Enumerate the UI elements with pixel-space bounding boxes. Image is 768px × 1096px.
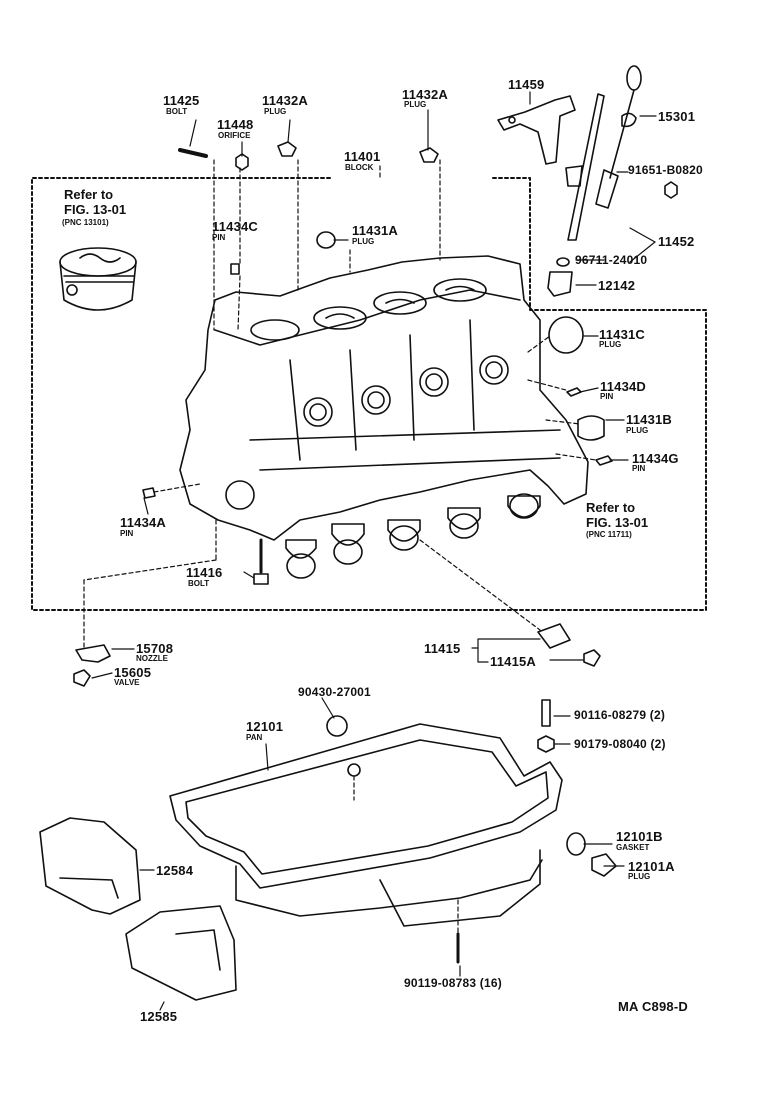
- label-11434g: 11434G: [632, 451, 679, 466]
- label-11459: 11459: [508, 77, 545, 92]
- label-11416: 11416: [186, 565, 223, 580]
- label-15708: 15708: [136, 641, 174, 656]
- label-11448: 11448: [217, 117, 254, 132]
- label-12101b: 12101B: [616, 829, 663, 844]
- label-11434c: 11434C: [212, 219, 259, 234]
- sublabel-11431a: PLUG: [352, 237, 375, 246]
- sublabel-11401: BLOCK: [345, 163, 374, 172]
- label-11434d: 11434D: [600, 379, 647, 394]
- label-12585: 12585: [140, 1009, 178, 1024]
- label-11431a: 11431A: [352, 223, 399, 238]
- label-90430-27001: 90430-27001: [298, 685, 371, 699]
- label-11431c: 11431C: [599, 327, 646, 342]
- baffle-12585-illustration: [125, 905, 237, 1001]
- sublabel-11431c: PLUG: [599, 340, 622, 349]
- label-12584: 12584: [156, 863, 194, 878]
- label-90116-08279: 90116-08279 (2): [574, 708, 666, 722]
- sublabel-11434g: PIN: [632, 464, 646, 473]
- label-15605: 15605: [114, 665, 152, 680]
- label-11434a: 11434A: [120, 515, 167, 530]
- sublabel-12101: PAN: [246, 733, 263, 742]
- label-11425: 11425: [163, 93, 200, 108]
- label-91651-b0820: 91651-B0820: [628, 163, 703, 177]
- sublabel-15605: VALVE: [114, 678, 140, 687]
- refer-note-bearing-line2: FIG. 13-01: [586, 515, 649, 530]
- sublabel-11434c: PIN: [212, 233, 226, 242]
- label-90179-08040: 90179-08040 (2): [574, 737, 666, 751]
- label-96711-24010: 96711-24010: [575, 253, 648, 267]
- sublabel-11431b: PLUG: [626, 426, 649, 435]
- refer-note-bearing-line3: (PNC 11711): [586, 530, 632, 539]
- label-11431b: 11431B: [626, 412, 673, 427]
- leader-lines: [91, 91, 657, 1011]
- label-11415a: 11415A: [490, 654, 537, 669]
- block-assembly-frame: [31, 177, 707, 611]
- sublabel-11432a-left: PLUG: [264, 107, 287, 116]
- sublabel-11434d: PIN: [600, 392, 614, 401]
- label-11432a-left: 11432A: [262, 93, 309, 108]
- small-parts-illustrations: [73, 65, 678, 964]
- label-11452: 11452: [658, 234, 695, 249]
- label-12101: 12101: [246, 719, 284, 734]
- baffle-12584-illustration: [39, 817, 141, 915]
- oil-pan-illustration: [169, 723, 563, 927]
- label-11401: 11401: [344, 149, 381, 164]
- label-90119-08783: 90119-08783 (16): [404, 976, 502, 990]
- label-11415: 11415: [424, 641, 461, 656]
- refer-note-piston-line2: FIG. 13-01: [64, 202, 127, 217]
- refer-note-piston-line1: Refer to: [64, 187, 114, 202]
- refer-note-piston-line3: (PNC 13101): [62, 218, 109, 227]
- sublabel-15708: NOZZLE: [136, 654, 168, 663]
- label-12142: 12142: [598, 278, 636, 293]
- sublabel-11425: BOLT: [166, 107, 188, 116]
- diagram-code: MA C898-D: [618, 999, 688, 1014]
- sublabel-11432a-right: PLUG: [404, 100, 427, 109]
- sublabel-11434a: PIN: [120, 529, 134, 538]
- label-12101a: 12101A: [628, 859, 675, 874]
- sublabel-11416: BOLT: [188, 579, 210, 588]
- label-15301: 15301: [658, 109, 696, 124]
- refer-note-bearing-line1: Refer to: [586, 500, 636, 515]
- sublabel-12101a: PLUG: [628, 872, 651, 881]
- label-11432a-right: 11432A: [402, 87, 449, 102]
- cylinder-block-illustration: [179, 255, 589, 579]
- sublabel-12101b: GASKET: [616, 843, 650, 852]
- phantom-lines: [83, 159, 597, 933]
- piston-reference-illustration: [59, 247, 137, 311]
- sublabel-11448: ORIFICE: [218, 131, 251, 140]
